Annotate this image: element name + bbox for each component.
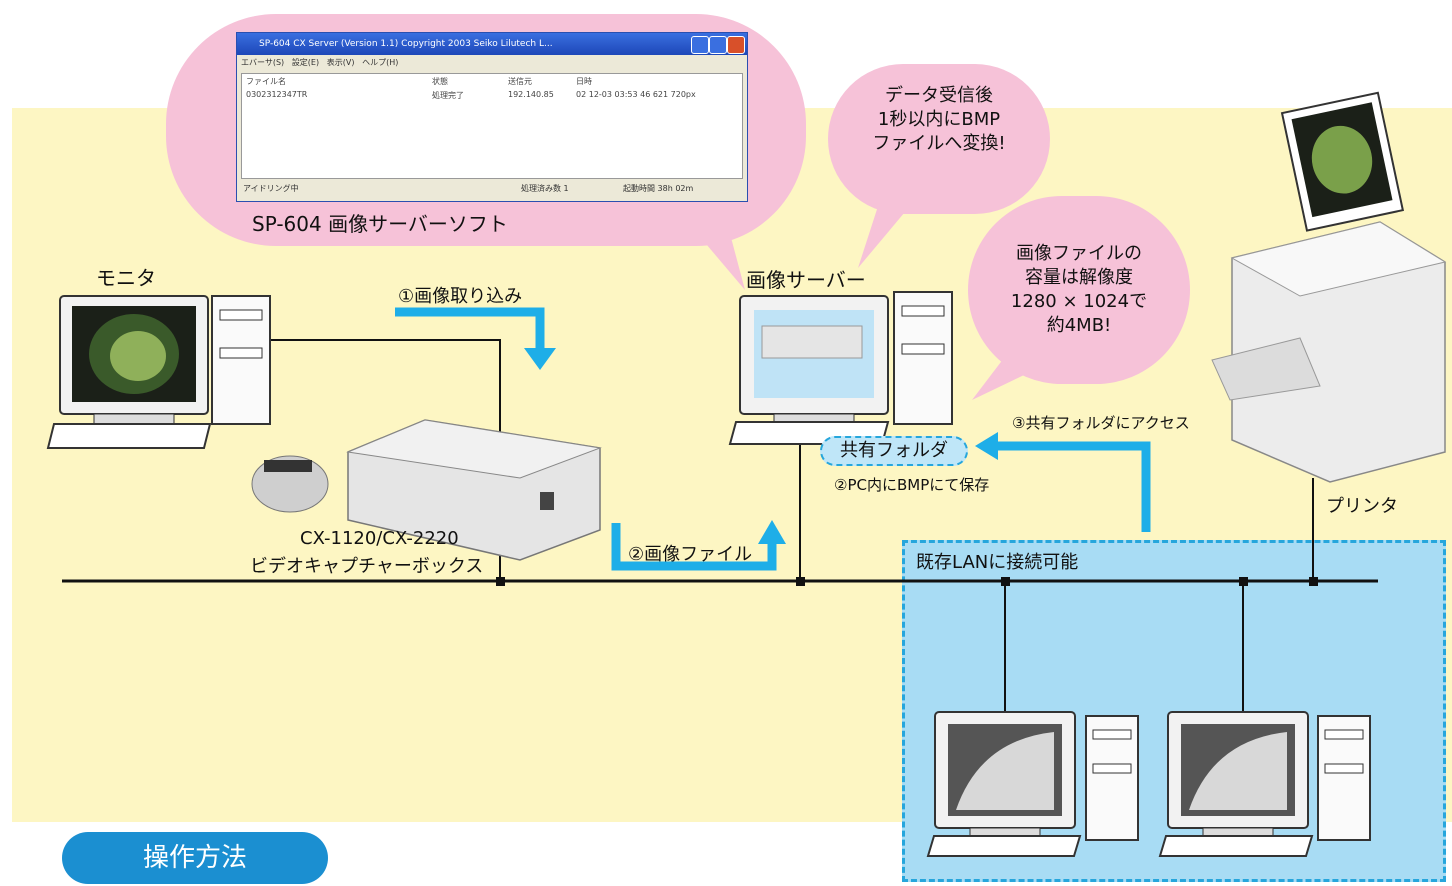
window-menu: エバーサ(S) 設定(E) 表示(V) ヘルプ(H) [241, 57, 398, 68]
operation-method-button[interactable]: 操作方法 [62, 832, 328, 884]
filesize-line: 画像ファイルの [1016, 243, 1142, 264]
close-icon [727, 36, 745, 54]
conversion-bubble-tail [858, 200, 915, 268]
printer-label: プリンタ [1326, 496, 1398, 517]
conversion-line: ファイルへ変換! [872, 133, 1006, 154]
step1-label: ①画像取り込み [398, 286, 523, 307]
arrow-capture [395, 307, 545, 350]
menu-item[interactable]: 設定(E) [291, 58, 320, 67]
lan-pc-1 [926, 711, 1139, 857]
lan-label: 既存LANに接続可能 [916, 552, 1079, 573]
table-cell: 02 12-03 03:53 46 621 720px [576, 90, 696, 99]
software-label: SP-604 画像サーバーソフト [252, 212, 508, 236]
step2-save-label: ②PC内にBMPにて保存 [834, 476, 990, 494]
software-bubble-tail [690, 215, 745, 290]
monitor-label: モニタ [96, 266, 156, 290]
junction [1239, 577, 1248, 586]
junction [496, 577, 505, 586]
column-header[interactable]: 送信元 [508, 77, 532, 86]
server-pc [728, 291, 953, 445]
column-header[interactable]: ファイル名 [246, 77, 286, 86]
conversion-line: データ受信後 [885, 85, 993, 106]
conversion-bubble [828, 64, 1050, 214]
column-header[interactable]: 状態 [432, 77, 448, 86]
shared-folder-badge: 共有フォルダ [820, 436, 968, 466]
capture-model-label: CX-1120/CX-2220 [300, 528, 459, 549]
conversion-line: 1秒以内にBMP [877, 109, 1001, 130]
minimize-icon [691, 36, 709, 54]
filesize-bubble-tail [972, 350, 1045, 400]
filesize-line: 約4MB! [1046, 315, 1112, 336]
capture-name-label: ビデオキャプチャーボックス [250, 556, 484, 577]
maximize-icon [709, 36, 727, 54]
junction [1309, 577, 1318, 586]
step2-file-label: ②画像ファイル [628, 544, 753, 565]
table-cell: 192.140.85 [508, 90, 554, 99]
filesize-note: 画像ファイルの 容量は解像度 1280 × 1024で 約4MB! [968, 242, 1190, 338]
junction [1001, 577, 1010, 586]
filesize-line: 1280 × 1024で [1010, 291, 1148, 312]
capture-box [251, 419, 602, 561]
arrow-image-file [611, 523, 777, 571]
window-title: SP-604 CX Server (Version 1.1) Copyright… [237, 33, 747, 55]
image-server-label: 画像サーバー [746, 268, 866, 292]
printer [1211, 91, 1447, 483]
status-time: 起動時間 38h 02m [623, 184, 694, 193]
lan-pc-2 [1158, 711, 1371, 857]
status-text: アイドリング中 [243, 184, 299, 193]
monitor-pc [46, 295, 271, 449]
server-software-window: SP-604 CX Server (Version 1.1) Copyright… [236, 32, 748, 202]
status-count: 処理済み数 1 [521, 184, 569, 193]
menu-item[interactable]: 表示(V) [326, 58, 355, 67]
column-header[interactable]: 日時 [576, 77, 592, 86]
menu-item[interactable]: エバーサ(S) [241, 58, 285, 67]
conversion-note: データ受信後 1秒以内にBMP ファイルへ変換! [828, 84, 1050, 156]
filesize-bubble [968, 196, 1190, 384]
step3-label: ③共有フォルダにアクセス [1012, 414, 1190, 432]
menu-item[interactable]: ヘルプ(H) [362, 58, 399, 67]
junction [796, 577, 805, 586]
filesize-line: 容量は解像度 [1025, 267, 1133, 288]
table-cell[interactable]: 0302312347TR [246, 90, 308, 99]
arrow-access [996, 441, 1151, 532]
table-cell: 処理完了 [432, 91, 464, 100]
file-list[interactable]: ファイル名 状態 送信元 日時 0302312347TR 処理完了 192.14… [241, 73, 743, 179]
